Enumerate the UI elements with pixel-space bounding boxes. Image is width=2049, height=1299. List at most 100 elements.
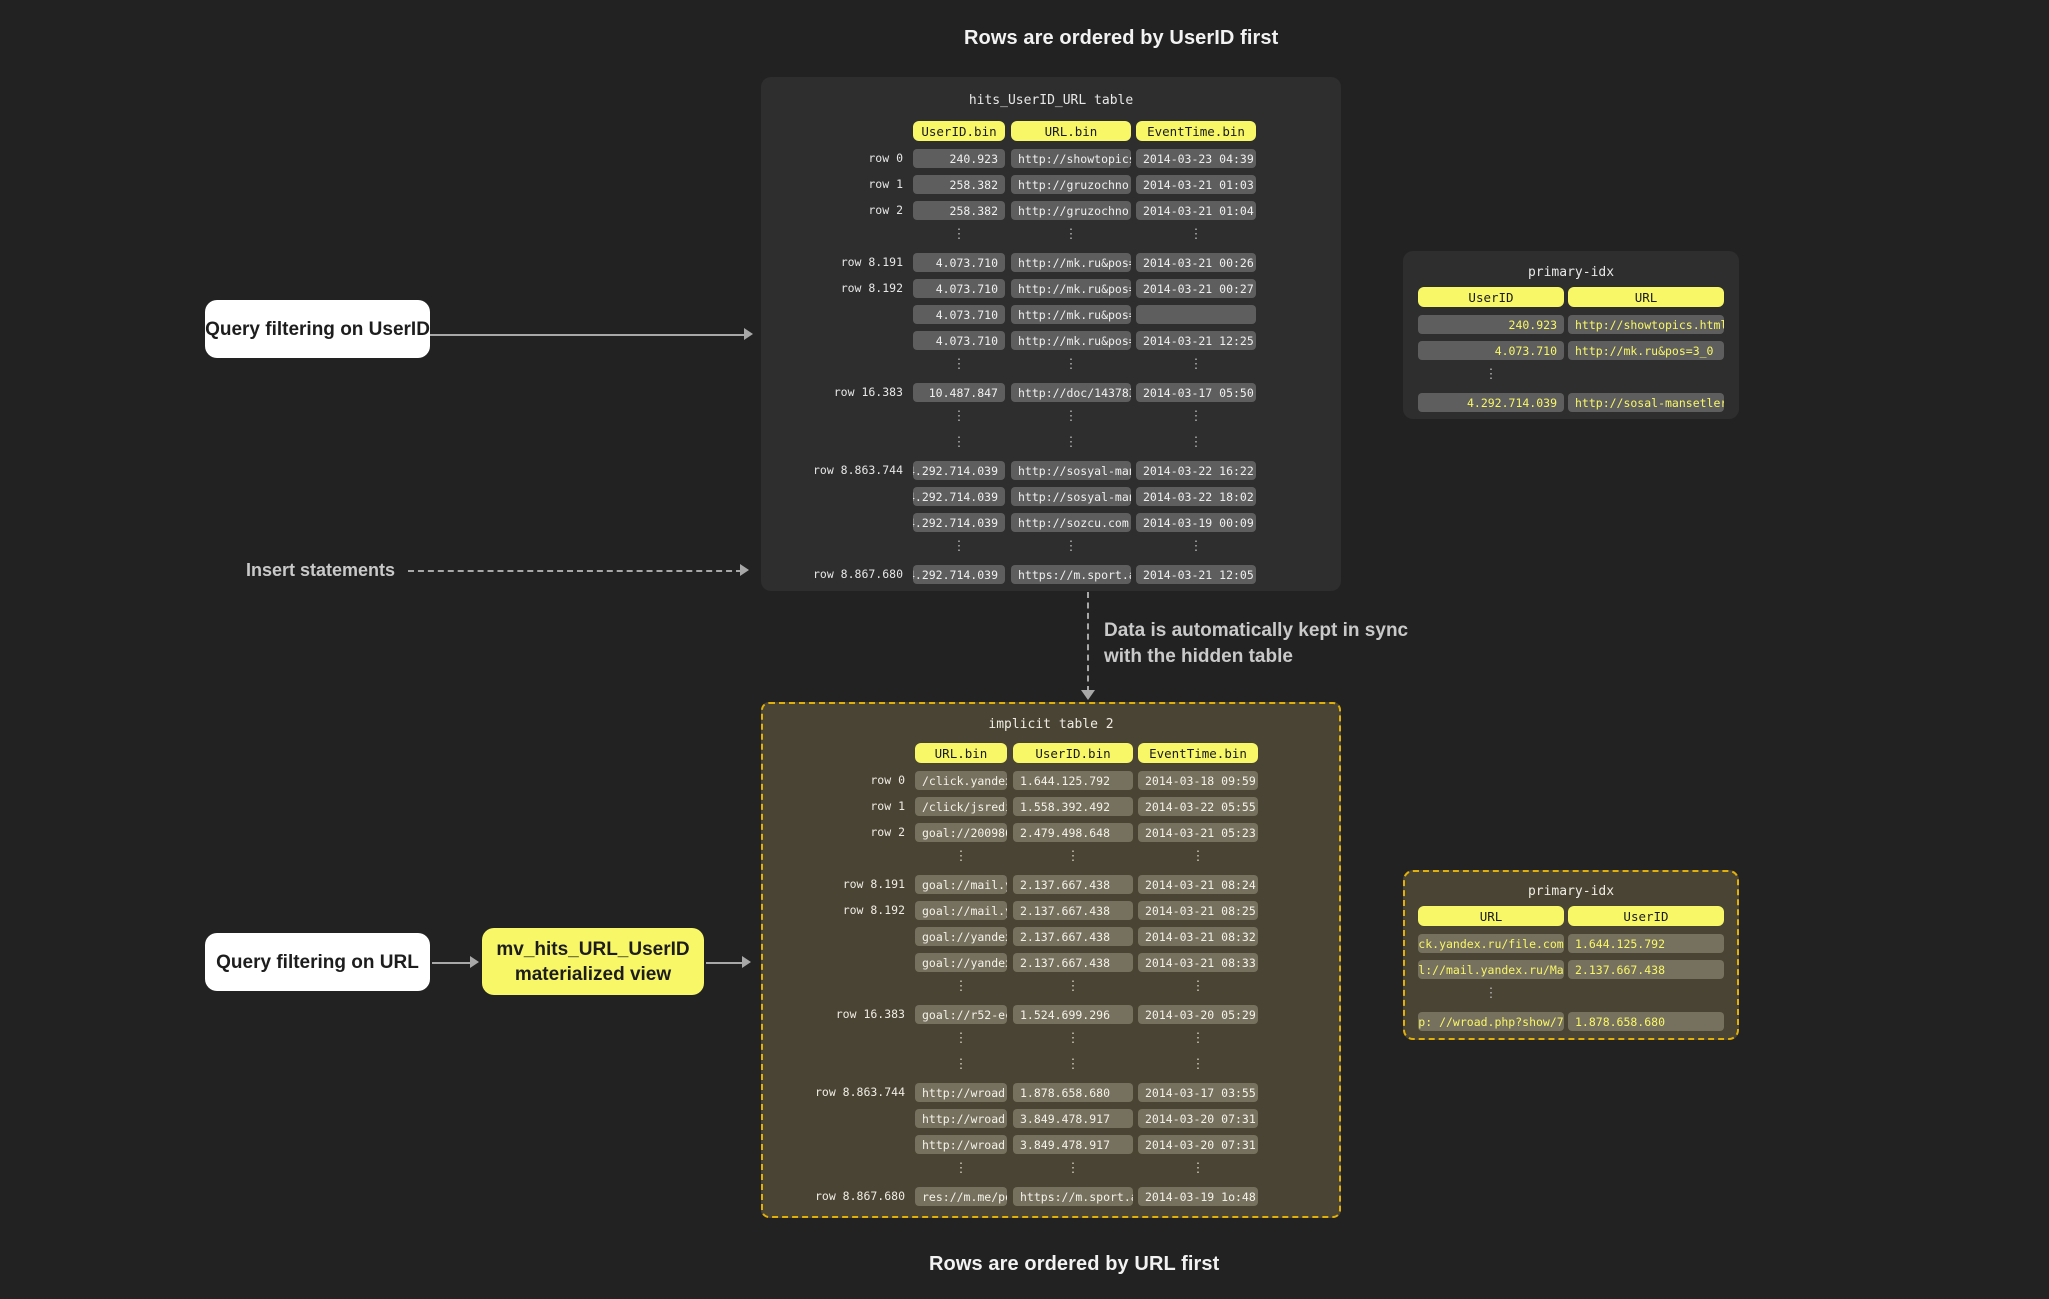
table-cell: 2.137.667.438 [1013, 953, 1133, 972]
ellipsis-icon: ⋮ [1189, 357, 1203, 372]
table-cell: goal://mail.yandex.ru/Ma... [915, 875, 1007, 894]
ellipsis-icon: ⋮ [1189, 227, 1203, 242]
table-cell: goal://mail.yandex.ru/Ma... [915, 901, 1007, 920]
column-header: URL.bin [915, 743, 1007, 763]
ellipsis-icon: ⋮ [1189, 409, 1203, 424]
table-cell: http://sosyal-mansetleri... [1011, 487, 1131, 506]
query-filtering-userid-callout[interactable]: Query filtering on UserID [205, 300, 430, 358]
table-cell: http://doc/1437831&is_mo... [1011, 383, 1131, 402]
row-label: row 16.383 [835, 1007, 905, 1021]
ellipsis-icon: ⋮ [1191, 1031, 1205, 1046]
table-cell: http://sozcu.com.tr/oaut [1011, 513, 1131, 532]
arrow-sync-head-icon [1081, 690, 1095, 700]
row-label: row 8.863.744 [812, 463, 903, 477]
index-cell: 2.137.667.438 [1568, 960, 1724, 979]
sync-note: Data is automatically kept in sync with … [1104, 618, 1408, 670]
column-header: URL.bin [1011, 121, 1131, 141]
row-label: row 8.192 [842, 903, 905, 917]
table-cell: 2014-03-22 18:02:12 [1136, 487, 1256, 506]
primary-idx-bottom-grid: URLUserID/clck.yandex.ru/file.com...1.64… [1405, 872, 1737, 1038]
materialized-view-callout[interactable]: mv_hits_URL_UserID materialized view [482, 928, 704, 995]
table-cell: 2014-03-21 08:33:02 [1138, 953, 1258, 972]
table-cell: http://gruzochno.ru/ekat... [1011, 175, 1131, 194]
table-cell: http://sosyal-mansetleri... [1011, 461, 1131, 480]
sync-note-line1: Data is automatically kept in sync [1104, 620, 1409, 641]
ellipsis-icon: ⋮ [1189, 435, 1203, 450]
table-cell: 2014-03-21 12:25:12 [1136, 331, 1256, 350]
table-cell: 2014-03-23 04:39:21 [1136, 149, 1256, 168]
table-cell: https://m.sport.airway/? [1011, 565, 1131, 584]
table-cell: 258.382 [913, 201, 1005, 220]
row-label: row 8.192 [840, 281, 903, 295]
arrow-insert-line [408, 570, 742, 572]
table-cell: 2014-03-17 03:55:28 [1138, 1083, 1258, 1102]
table-cell: 3.849.478.917 [1013, 1135, 1133, 1154]
row-label: row 16.383 [833, 385, 903, 399]
primary-idx-top-title: primary-idx [1527, 265, 1615, 280]
arrow-mv-to-table-head-icon [742, 956, 751, 968]
table-cell: http://mk.ru&pos=3_0 [1011, 331, 1131, 350]
table-cell: 2014-03-21 12:05:41 [1136, 565, 1256, 584]
row-label: row 0 [868, 151, 903, 165]
ellipsis-icon: ⋮ [1189, 539, 1203, 554]
ellipsis-icon: ⋮ [1484, 986, 1498, 1001]
row-label: row 8.191 [840, 255, 903, 269]
table-cell [1136, 305, 1256, 324]
ellipsis-icon: ⋮ [954, 849, 968, 864]
index-column-header: UserID [1418, 287, 1564, 307]
column-header: UserID.bin [913, 121, 1005, 141]
arrow-userid-line [430, 334, 746, 336]
table-cell: 2014-03-20 07:31:39 [1138, 1109, 1258, 1128]
table-cell: goal://r52-echo/#compose... [915, 1005, 1007, 1024]
ellipsis-icon: ⋮ [1066, 1031, 1080, 1046]
insert-statements-label: Insert statements [246, 560, 396, 580]
index-cell: 4.292.714.039 [1418, 393, 1564, 412]
table-cell: http://wroad.rt.com/tr/... [915, 1135, 1007, 1154]
table-cell: 2014-03-20 05:29:42 [1138, 1005, 1258, 1024]
ellipsis-icon: ⋮ [1066, 1161, 1080, 1176]
table-cell: 2014-03-21 00:26:41 [1136, 253, 1256, 272]
ellipsis-icon: ⋮ [954, 1161, 968, 1176]
column-header: EventTime.bin [1136, 121, 1256, 141]
table-cell: 258.382 [913, 175, 1005, 194]
index-column-header: URL [1568, 287, 1724, 307]
materialized-view-line1: mv_hits_URL_UserID [496, 938, 690, 960]
table-cell: /click.yandex.ru/file.co ... [915, 771, 1007, 790]
row-label: row 8.191 [842, 877, 905, 891]
column-header: UserID.bin [1013, 743, 1133, 763]
row-label: row 1 [868, 177, 903, 191]
sync-note-line2: with the hidden table [1104, 646, 1293, 667]
table-cell: goal://yandex.ru.Ma... [915, 953, 1007, 972]
query-filtering-url-callout[interactable]: Query filtering on URL [205, 933, 430, 991]
hidden-table-title: hits_UserID_URL table [968, 93, 1134, 108]
table-cell: 3.849.478.917 [1013, 1109, 1133, 1128]
ellipsis-icon: ⋮ [1484, 367, 1498, 382]
table-cell: 2014-03-21 05:23:19 [1138, 823, 1258, 842]
index-cell: http: //wroad.php?show/7... [1418, 1012, 1564, 1031]
table-cell: 2014-03-18 09:59:01 [1138, 771, 1258, 790]
table-cell: http://gruzochno.ru/ekat... [1011, 201, 1131, 220]
table-cell: 1.644.125.792 [1013, 771, 1133, 790]
primary-idx-bottom-title: primary-idx [1527, 884, 1615, 899]
table-cell: 4.073.710 [913, 253, 1005, 272]
ellipsis-icon: ⋮ [954, 1031, 968, 1046]
table-cell: 4.292.714.039 [913, 487, 1005, 506]
materialized-view-label: mv_hits_URL_UserID materialized view [496, 937, 689, 987]
index-cell: 1.878.658.680 [1568, 1012, 1724, 1031]
row-label: row 8.863.744 [814, 1085, 905, 1099]
table-cell: 2.479.498.648 [1013, 823, 1133, 842]
query-filtering-userid-label: Query filtering on UserID [205, 318, 430, 340]
caption-top: Rows are ordered by UserID first [964, 27, 1279, 49]
table-cell: 2014-03-19 00:09:42 [1136, 513, 1256, 532]
row-label: row 2 [870, 825, 905, 839]
table-cell: http://mk.ru&pos=3_0 [1011, 305, 1131, 324]
arrow-mv-to-table-line [706, 962, 744, 964]
query-filtering-url-label: Query filtering on URL [216, 951, 419, 973]
arrow-url-to-mv-head-icon [470, 956, 479, 968]
table-cell: 1.878.658.680 [1013, 1083, 1133, 1102]
table-cell: https://m.sport.airway/? [1013, 1187, 1133, 1206]
ellipsis-icon: ⋮ [1191, 849, 1205, 864]
index-cell: /clck.yandex.ru/file.com... [1418, 934, 1564, 953]
table-cell: 4.073.710 [913, 331, 1005, 350]
